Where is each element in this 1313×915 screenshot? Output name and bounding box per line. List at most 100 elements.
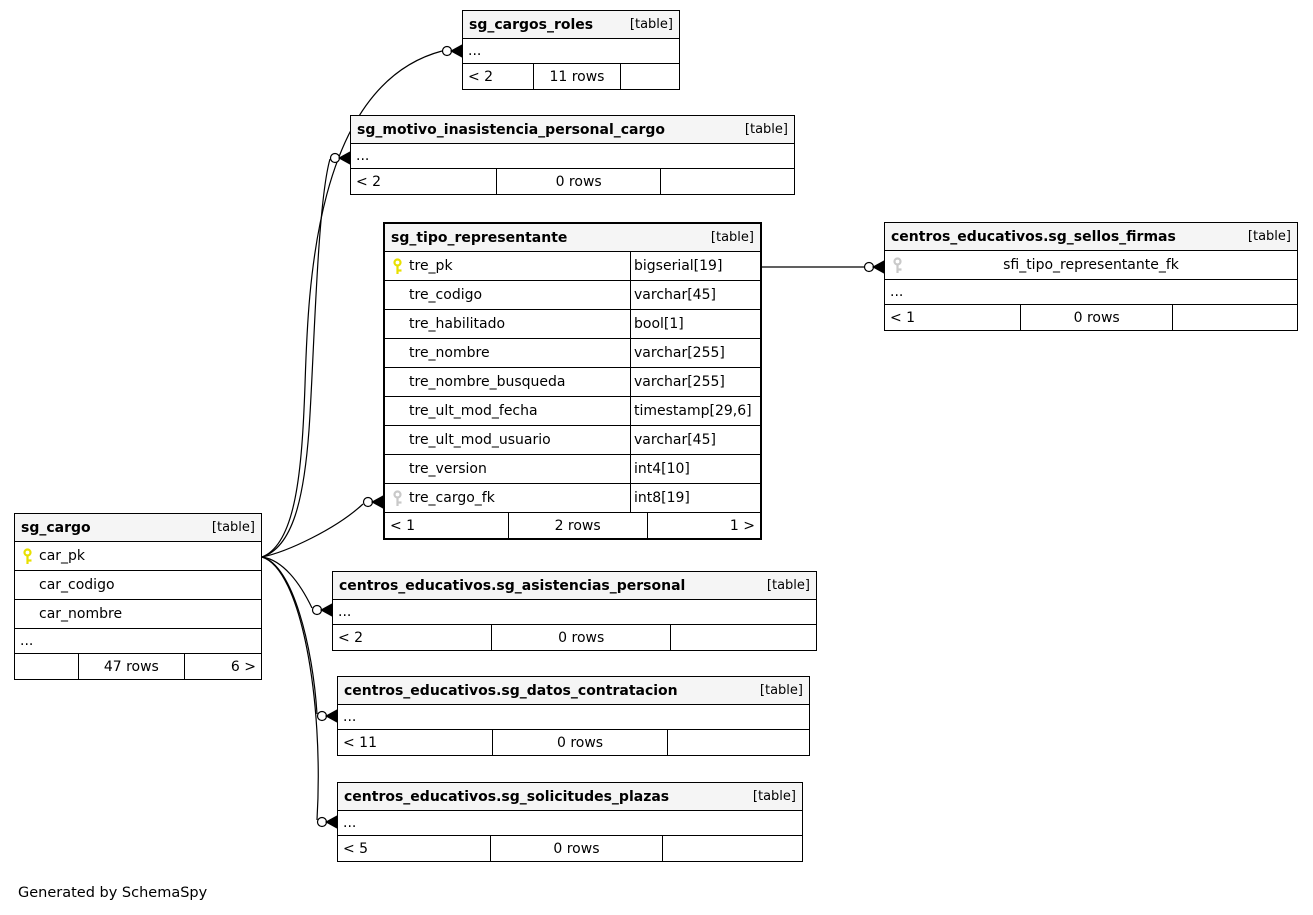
collapsed-columns-row: ... <box>333 600 816 625</box>
outgoing-fk-count <box>671 625 816 650</box>
table-footer: < 2 0 rows <box>351 169 794 194</box>
column-row-car-nombre: car_nombre <box>15 600 261 629</box>
table-tag: [table] <box>766 578 810 593</box>
column-row-tre-ult-mod-fecha: tre_ult_mod_fecha timestamp[29,6] <box>385 397 760 426</box>
edge-dot <box>441 45 453 57</box>
edge-cargo-to-datos-contratacion <box>261 556 318 715</box>
edge-cargo-to-tipo-representante <box>261 503 364 558</box>
collapsed-columns-row: ... <box>351 144 794 169</box>
column-name: tre_ult_mod_fecha <box>409 403 538 419</box>
foreign-key-icon <box>892 256 902 273</box>
incoming-fk-count: < 2 <box>333 625 493 650</box>
table-footer: < 1 0 rows <box>885 305 1297 330</box>
table-node-sg-tipo-representante[interactable]: sg_tipo_representante [table] tre_pk big… <box>383 222 762 540</box>
table-header: centros_educativos.sg_sellos_firmas [tab… <box>885 223 1297 251</box>
column-row-tre-codigo: tre_codigo varchar[45] <box>385 281 760 310</box>
table-header: sg_cargo [table] <box>15 514 261 542</box>
column-row-tre-version: tre_version int4[10] <box>385 455 760 484</box>
outgoing-fk-count <box>661 169 794 194</box>
table-tag: [table] <box>752 789 796 804</box>
column-name: tre_ult_mod_usuario <box>409 432 551 448</box>
outgoing-fk-count: 1 > <box>729 517 755 534</box>
row-count: 0 rows <box>1021 305 1174 330</box>
table-header: centros_educativos.sg_datos_contratacion… <box>338 677 809 705</box>
outgoing-fk-count <box>663 836 802 861</box>
column-row-sfi-tipo-representante-fk: sfi_tipo_representante_fk <box>885 251 1297 280</box>
table-footer: 47 rows 6 > <box>15 654 261 679</box>
row-count: 0 rows <box>492 625 672 650</box>
collapsed-columns-row: ... <box>338 811 802 836</box>
table-tag: [table] <box>211 520 255 535</box>
column-name: tre_version <box>409 461 487 477</box>
collapsed-columns-row: ... <box>15 629 261 654</box>
column-name: tre_codigo <box>409 287 483 303</box>
column-type: bool[1] <box>630 310 760 338</box>
column-row-tre-nombre: tre_nombre varchar[255] <box>385 339 760 368</box>
column-type: varchar[255] <box>630 339 760 367</box>
generator-credit: Generated by SchemaSpy <box>18 885 208 901</box>
column-name: sfi_tipo_representante_fk <box>1003 257 1179 273</box>
edge-arrow <box>871 260 885 274</box>
table-footer: < 5 0 rows <box>338 836 802 861</box>
table-node-sg-solicitudes-plazas[interactable]: centros_educativos.sg_solicitudes_plazas… <box>337 782 803 862</box>
edge-arrow <box>449 44 463 58</box>
row-count: 47 rows <box>79 654 185 679</box>
table-title: centros_educativos.sg_asistencias_person… <box>339 577 686 594</box>
edge-dot <box>311 604 323 616</box>
table-footer: < 1 2 rows 1 > <box>385 513 760 538</box>
incoming-fk-count: < 2 <box>351 169 498 194</box>
incoming-fk-count: < 1 <box>385 513 509 538</box>
collapsed-columns-row: ... <box>463 39 679 64</box>
column-row-tre-ult-mod-usuario: tre_ult_mod_usuario varchar[45] <box>385 426 760 455</box>
column-name: car_nombre <box>39 606 123 622</box>
table-tag: [table] <box>710 230 754 245</box>
column-row-car-codigo: car_codigo <box>15 571 261 600</box>
outgoing-fk-count <box>621 64 679 89</box>
table-header: centros_educativos.sg_asistencias_person… <box>333 572 816 600</box>
column-row-tre-habilitado: tre_habilitado bool[1] <box>385 310 760 339</box>
outgoing-fk-count: 6 > <box>230 658 256 675</box>
column-row-tre-pk: tre_pk bigserial[19] <box>385 252 760 281</box>
table-node-sg-sellos-firmas[interactable]: centros_educativos.sg_sellos_firmas [tab… <box>884 222 1298 331</box>
column-type: int4[10] <box>630 455 760 483</box>
outgoing-fk-count <box>1173 305 1297 330</box>
row-count: 0 rows <box>497 169 662 194</box>
table-title: sg_tipo_representante <box>391 229 568 246</box>
edge-arrow <box>337 151 351 165</box>
table-node-sg-cargos-roles[interactable]: sg_cargos_roles [table] ... < 2 11 rows <box>462 10 680 90</box>
table-title: sg_motivo_inasistencia_personal_cargo <box>357 121 666 138</box>
edge-dot <box>316 816 328 828</box>
column-type: bigserial[19] <box>630 252 760 280</box>
edge-dot <box>362 496 374 508</box>
table-node-sg-motivo-inasistencia-personal-cargo[interactable]: sg_motivo_inasistencia_personal_cargo [t… <box>350 115 795 195</box>
edge-dot <box>316 710 328 722</box>
edge-arrow <box>370 495 384 509</box>
table-tag: [table] <box>629 17 673 32</box>
table-title: centros_educativos.sg_datos_contratacion <box>344 682 678 699</box>
column-name: tre_habilitado <box>409 316 506 332</box>
table-node-sg-cargo[interactable]: sg_cargo [table] car_pk car_codigo car_n… <box>14 513 262 680</box>
edge-dot <box>329 152 341 164</box>
column-name: tre_nombre_busqueda <box>409 374 566 390</box>
column-type: varchar[45] <box>630 281 760 309</box>
column-row-car-pk: car_pk <box>15 542 261 571</box>
table-tag: [table] <box>744 122 788 137</box>
table-node-sg-asistencias-personal[interactable]: centros_educativos.sg_asistencias_person… <box>332 571 817 651</box>
table-tag: [table] <box>759 683 803 698</box>
row-count: 0 rows <box>491 836 663 861</box>
table-title: sg_cargo <box>21 519 91 536</box>
column-name: tre_cargo_fk <box>409 490 495 506</box>
edge-dot <box>863 261 875 273</box>
edge-arrow <box>319 603 333 617</box>
column-row-tre-cargo-fk: tre_cargo_fk int8[19] <box>385 484 760 513</box>
table-node-sg-datos-contratacion[interactable]: centros_educativos.sg_datos_contratacion… <box>337 676 810 756</box>
table-footer: < 2 0 rows <box>333 625 816 650</box>
edge-arrow <box>324 815 338 829</box>
edge-cargo-to-solicitudes <box>261 556 319 821</box>
table-footer: < 11 0 rows <box>338 730 809 755</box>
table-tag: [table] <box>1247 229 1291 244</box>
table-title: centros_educativos.sg_solicitudes_plazas <box>344 788 670 805</box>
column-type: int8[19] <box>630 484 760 512</box>
table-title: sg_cargos_roles <box>469 16 594 33</box>
